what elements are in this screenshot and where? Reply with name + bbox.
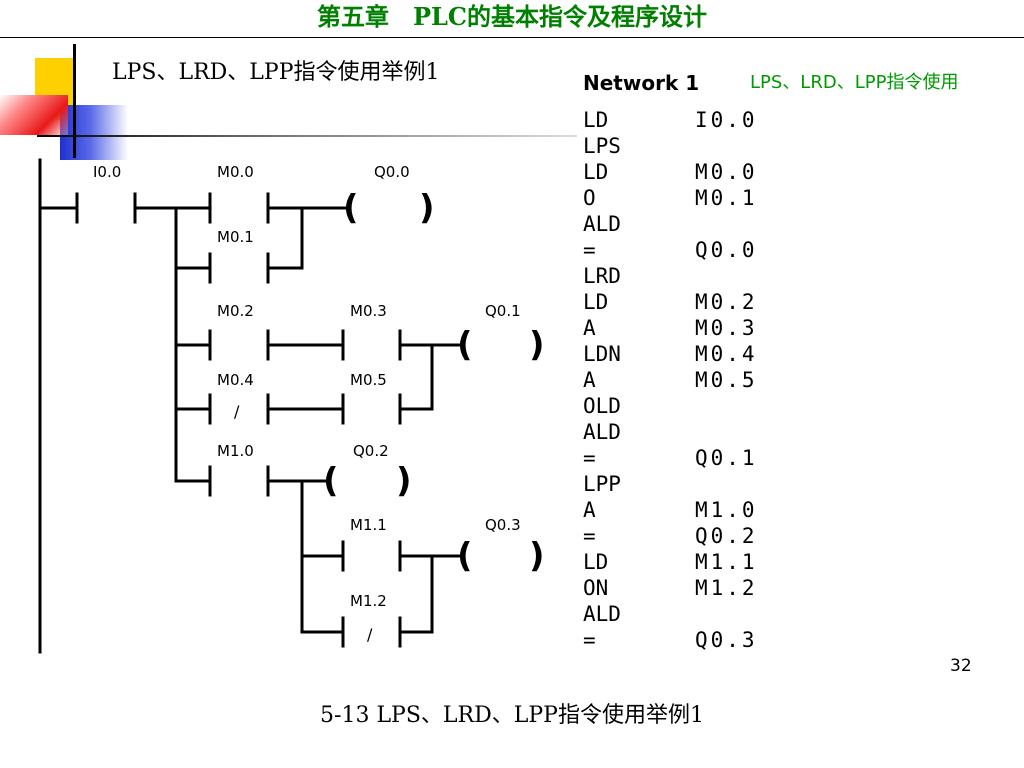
instruction-op: ALD — [583, 212, 621, 236]
contact-i0-0 — [38, 192, 178, 224]
instruction-operand: Q0.3 — [695, 628, 758, 652]
instruction-operand: M0.1 — [695, 186, 758, 210]
instruction-op: OLD — [583, 394, 621, 418]
instruction-operand: Q0.1 — [695, 446, 758, 470]
instruction-operand: Q0.0 — [695, 238, 758, 262]
instruction-operand: M0.0 — [695, 160, 758, 184]
label-q0-0: Q0.0 — [374, 163, 410, 181]
instruction-operand: M0.4 — [695, 342, 758, 366]
network-comment: LPS、LRD、LPP指令使用 — [750, 72, 959, 93]
contact-m0-3 — [341, 329, 464, 361]
label-i0-0: I0.0 — [93, 163, 121, 181]
instruction-operand: M1.1 — [695, 550, 758, 574]
instruction-op: LD — [583, 160, 609, 184]
instruction-op: A — [583, 498, 596, 522]
instruction-operand: M0.3 — [695, 316, 758, 340]
instruction-op: LPP — [583, 472, 621, 496]
negation-mark-m0-4: / — [234, 402, 240, 421]
label-m0-1: M0.1 — [217, 228, 254, 246]
instruction-op: O — [583, 186, 596, 210]
instruction-op: LD — [583, 290, 609, 314]
label-m0-2: M0.2 — [217, 302, 254, 320]
coil-q0-0-close: ) — [419, 188, 435, 228]
coil-q0-3-close: ) — [529, 536, 545, 576]
label-m0-4: M0.4 — [217, 371, 254, 389]
instruction-op: ALD — [583, 420, 621, 444]
instruction-op: LRD — [583, 264, 621, 288]
label-m0-0: M0.0 — [217, 163, 254, 181]
contact-m0-0 — [174, 192, 350, 224]
coil-q0-0-open: ( — [343, 188, 359, 228]
instruction-operand: M0.2 — [695, 290, 758, 314]
instruction-op: A — [583, 368, 596, 392]
instruction-operand: I0.0 — [695, 108, 758, 132]
instruction-op: ALD — [583, 602, 621, 626]
vertical-accent-line — [73, 44, 76, 158]
contact-m0-2 — [174, 329, 345, 361]
contact-m0-4-nc — [174, 393, 345, 425]
coil-q0-2-close: ) — [396, 461, 412, 501]
instruction-op: LD — [583, 108, 609, 132]
label-q0-2: Q0.2 — [353, 442, 389, 460]
instruction-op: = — [583, 446, 596, 470]
instruction-op: LDN — [583, 342, 621, 366]
network-title: Network 1 — [583, 71, 700, 95]
contact-m1-2-nc — [300, 554, 434, 648]
label-m1-1: M1.1 — [350, 516, 387, 534]
coil-q0-1-close: ) — [529, 325, 545, 365]
label-m0-3: M0.3 — [350, 302, 387, 320]
label-q0-1: Q0.1 — [485, 302, 521, 320]
coil-q0-3-open: ( — [457, 536, 473, 576]
contact-m0-1 — [174, 206, 304, 284]
instruction-op: = — [583, 524, 596, 548]
red-block — [0, 95, 68, 135]
instruction-op: LPS — [583, 134, 621, 158]
label-m1-0: M1.0 — [217, 442, 254, 460]
negation-mark-m1-2: / — [367, 625, 373, 644]
slide-subtitle: LPS、LRD、LPP指令使用举例1 — [112, 60, 440, 85]
figure-caption: 5-13 LPS、LRD、LPP指令使用举例1 — [320, 703, 704, 728]
coil-q0-2-open: ( — [323, 461, 339, 501]
instruction-operand: M1.2 — [695, 576, 758, 600]
instruction-op: = — [583, 238, 596, 262]
blue-block — [60, 105, 128, 160]
instruction-op: = — [583, 628, 596, 652]
label-q0-3: Q0.3 — [485, 516, 521, 534]
instruction-op: ON — [583, 576, 609, 600]
contact-m0-5 — [341, 343, 434, 425]
coil-q0-1-open: ( — [457, 325, 473, 365]
instruction-op: LD — [583, 550, 609, 574]
instruction-op: A — [583, 316, 596, 340]
chapter-title: 第五章 PLC的基本指令及程序设计 — [316, 2, 708, 31]
instruction-operand: M0.5 — [695, 368, 758, 392]
instruction-operand: Q0.2 — [695, 524, 758, 548]
instruction-operand: M1.0 — [695, 498, 758, 522]
horizontal-accent-line — [37, 135, 577, 137]
label-m0-5: M0.5 — [350, 371, 387, 389]
contact-m1-1 — [300, 540, 464, 572]
header-divider — [0, 37, 1024, 38]
contact-m1-0 — [174, 465, 330, 497]
page-number: 32 — [950, 656, 972, 676]
label-m1-2: M1.2 — [350, 592, 387, 610]
